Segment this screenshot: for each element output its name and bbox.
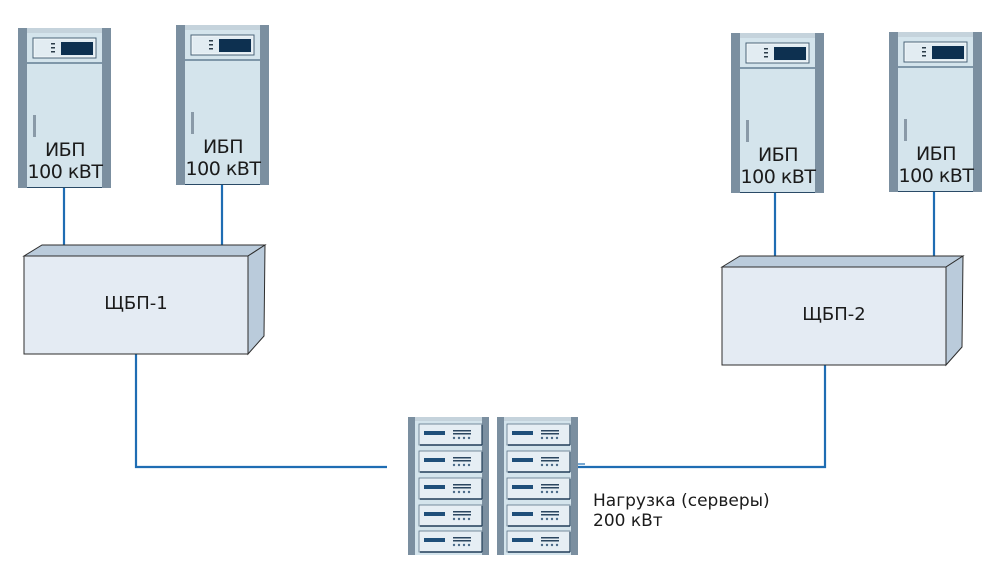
panel-box-2 [720,255,965,367]
panel-box-1 [22,244,267,356]
panel-label-2: ЩБП-2 [802,304,866,325]
server-unit [506,504,571,527]
ups-name: ИБП [202,136,244,158]
ups-power: 100 кВТ [27,161,103,183]
panel-label-1: ЩБП-1 [104,293,168,314]
ups-power: 100 кВТ [740,166,816,188]
ups-label-1: ИБП 100 кВТ [15,139,115,183]
ups-label-4: ИБП 100 кВТ [886,143,986,187]
server-unit [418,504,483,527]
wire-panel1-load [134,354,387,469]
server-unit [506,477,571,500]
server-unit [418,423,483,446]
ups-name: ИБП [44,139,86,161]
load-label: Нагрузка (серверы) 200 кВт [593,491,770,531]
ups-label-3: ИБП 100 кВТ [728,144,828,188]
ups-power: 100 кВТ [185,158,261,180]
ups-name: ИБП [915,143,957,165]
ups-name: ИБП [757,144,799,166]
ups-label-2: ИБП 100 кВТ [173,136,273,180]
load-description: Нагрузка (серверы) [593,491,770,511]
server-unit [418,530,483,553]
server-unit [418,477,483,500]
wire-panel2-load [577,365,827,469]
server-unit [506,423,571,446]
server-unit [506,450,571,473]
load-power: 200 кВт [593,511,663,531]
server-rack-2 [497,417,578,555]
ups-power: 100 кВТ [898,165,974,187]
server-unit [418,450,483,473]
server-unit [506,530,571,553]
wires [62,185,936,469]
server-rack-1 [408,417,489,555]
